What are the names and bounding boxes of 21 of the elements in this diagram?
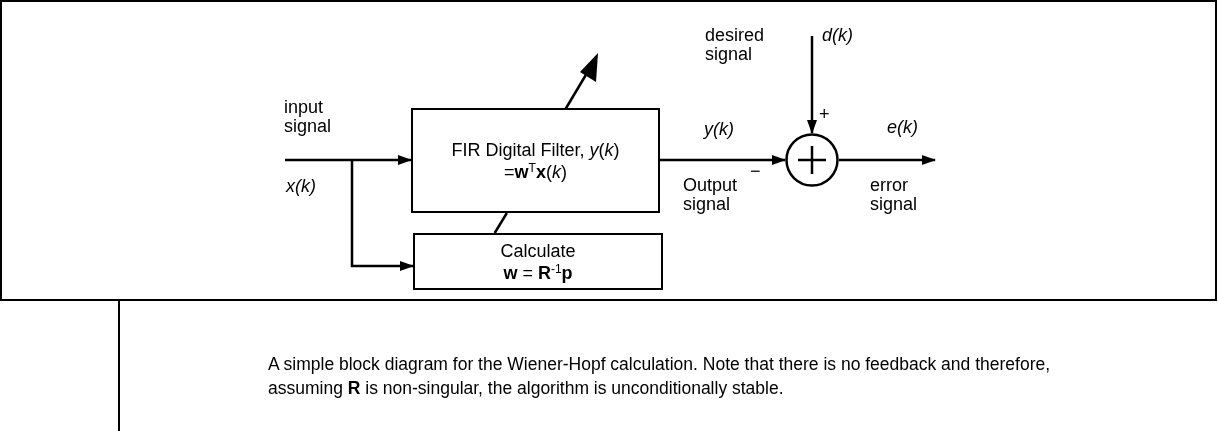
signal-label: error signal xyxy=(870,176,919,214)
signal-arrow xyxy=(807,36,817,134)
sign-label: + xyxy=(819,105,831,124)
summing-junction xyxy=(785,133,839,187)
signal-arrow xyxy=(660,155,786,165)
box-text: w = R$^{-1}$p xyxy=(503,261,573,284)
signal-symbol: d(k) xyxy=(822,26,854,45)
signal-symbol: e(k) xyxy=(887,118,919,137)
signal-label: desired signal xyxy=(705,26,766,64)
signal-arrow xyxy=(285,155,412,165)
process-box xyxy=(411,108,660,213)
sign-label: − xyxy=(750,162,762,181)
caption: A simple block diagram for the Wiener-Hopf calculation. Note that there is no feedback and therefore, assuming R is non-singular, the algorithm is unconditionally stable. xyxy=(268,353,1052,400)
signal-arrow xyxy=(350,160,414,271)
box-text: FIR Digital Filter, y(k) =w$^{T}$x(k) xyxy=(450,138,621,183)
signal-label: input signal xyxy=(284,98,333,136)
signal-symbol: x(k) xyxy=(286,177,317,196)
signal-arrow xyxy=(839,155,936,165)
process-box xyxy=(413,233,663,290)
box-text: Calculate xyxy=(500,239,576,262)
signal-label: Output signal xyxy=(683,176,739,214)
